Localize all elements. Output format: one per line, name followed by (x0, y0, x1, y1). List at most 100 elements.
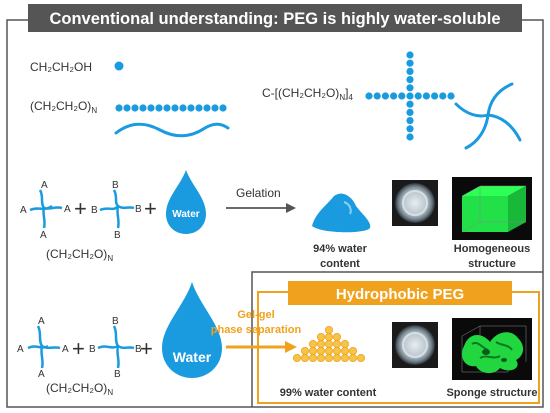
water99-label: 99% water content (280, 387, 377, 399)
bead (406, 117, 414, 125)
bead (390, 92, 398, 100)
water-drop-large: Water (162, 282, 222, 378)
bead (115, 104, 123, 112)
svg-text:A: A (38, 369, 45, 380)
svg-text:C-[(CH₂CH₂O)N]4: C-[(CH₂CH₂O)N]4 (262, 86, 353, 102)
bead (211, 104, 219, 112)
svg-text:Water: Water (173, 349, 212, 365)
star-bracket: ] (345, 86, 348, 100)
bead (340, 346, 349, 355)
plus-sign-4: + (140, 336, 153, 361)
sponge-label: Sponge structure (446, 387, 537, 399)
bead (398, 92, 406, 100)
monomer-bead (114, 61, 124, 71)
bead (292, 353, 301, 362)
star-coil (454, 82, 522, 150)
bead (179, 104, 187, 112)
bead (348, 346, 357, 355)
polymer-label: (CH₂CH₂O) (30, 99, 91, 113)
star-monomer-b-2: B B B B (89, 316, 142, 380)
bead (308, 353, 317, 362)
bead (406, 59, 414, 67)
bead (324, 353, 333, 362)
bead (324, 325, 333, 334)
star-label: C-[(CH₂CH₂O) (262, 86, 339, 100)
homogeneous-gel-render (452, 177, 532, 240)
bead (324, 332, 333, 341)
bead (155, 104, 163, 112)
gelation-label: Gelation (236, 186, 281, 200)
svg-text:Water: Water (172, 209, 200, 220)
bead (171, 104, 179, 112)
svg-text:(CH₂CH₂O)N: (CH₂CH₂O)N (46, 247, 113, 263)
svg-text:(CH₂CH₂O)N: (CH₂CH₂O)N (46, 381, 113, 397)
bead (356, 353, 365, 362)
water-drop-small: Water (166, 170, 206, 234)
polymer-coil (114, 122, 230, 138)
bead (219, 104, 227, 112)
svg-text:A: A (38, 316, 45, 327)
header-bar (28, 4, 522, 32)
homog-line2: structure (468, 258, 516, 270)
bead (406, 108, 414, 116)
svg-text:B: B (112, 316, 119, 327)
svg-text:(CH₂CH₂O)N: (CH₂CH₂O)N (30, 99, 97, 115)
bead (316, 332, 325, 341)
bead (373, 92, 381, 100)
bead (139, 104, 147, 112)
bead (406, 51, 414, 59)
water94-line2: content (320, 258, 360, 270)
polymer-bead-chain (115, 104, 227, 112)
bead (406, 76, 414, 84)
polymer-subscript: N (91, 106, 97, 115)
hydrophobic-title-bar (288, 281, 512, 305)
chain-sub-2: N (107, 388, 113, 397)
bead (340, 353, 349, 362)
svg-text:B: B (91, 205, 98, 216)
bead (381, 92, 389, 100)
bead (300, 353, 309, 362)
bead (414, 92, 422, 100)
bead (147, 104, 155, 112)
svg-text:A: A (17, 344, 24, 355)
svg-text:A: A (41, 180, 48, 191)
svg-text:B: B (135, 204, 142, 215)
monomer-label: CH₂CH₂OH (30, 60, 92, 74)
bead (332, 346, 341, 355)
star-monomer-a-2: A A A A (17, 316, 69, 380)
star-bead-cross (365, 51, 455, 141)
chain-label-1: (CH₂CH₂O) (46, 247, 107, 261)
bead (422, 92, 430, 100)
plus-sign-2: + (144, 196, 157, 221)
bead (316, 339, 325, 348)
header-title: Conventional understanding: PEG is highl… (49, 10, 500, 28)
svg-text:A: A (62, 344, 69, 355)
homog-line1: Homogeneous (454, 243, 530, 255)
bead (300, 346, 309, 355)
bead (324, 339, 333, 348)
plus-sign-1: + (74, 196, 87, 221)
plus-sign-3: + (72, 336, 85, 361)
gelgel-line1: Gel-gel (237, 309, 274, 321)
water94-line1: 94% water (313, 243, 368, 255)
svg-text:B: B (135, 344, 142, 355)
inner-gray-frame (251, 271, 543, 407)
bead (187, 104, 195, 112)
bead (131, 104, 139, 112)
gelgel-line2: phase separation (211, 324, 302, 336)
bead (406, 100, 414, 108)
chain-label-2: (CH₂CH₂O) (46, 381, 107, 395)
star-monomer-b-1: B B B B (91, 180, 142, 241)
bead-pile (292, 325, 365, 362)
bead (332, 332, 341, 341)
star-monomer-a-1: A A A A (20, 180, 71, 241)
bead (308, 346, 317, 355)
bead (308, 339, 317, 348)
bead (316, 353, 325, 362)
bead (447, 92, 455, 100)
chain-sub-1: N (107, 254, 113, 263)
bead (316, 346, 325, 355)
bead (439, 92, 447, 100)
svg-text:B: B (114, 230, 121, 241)
